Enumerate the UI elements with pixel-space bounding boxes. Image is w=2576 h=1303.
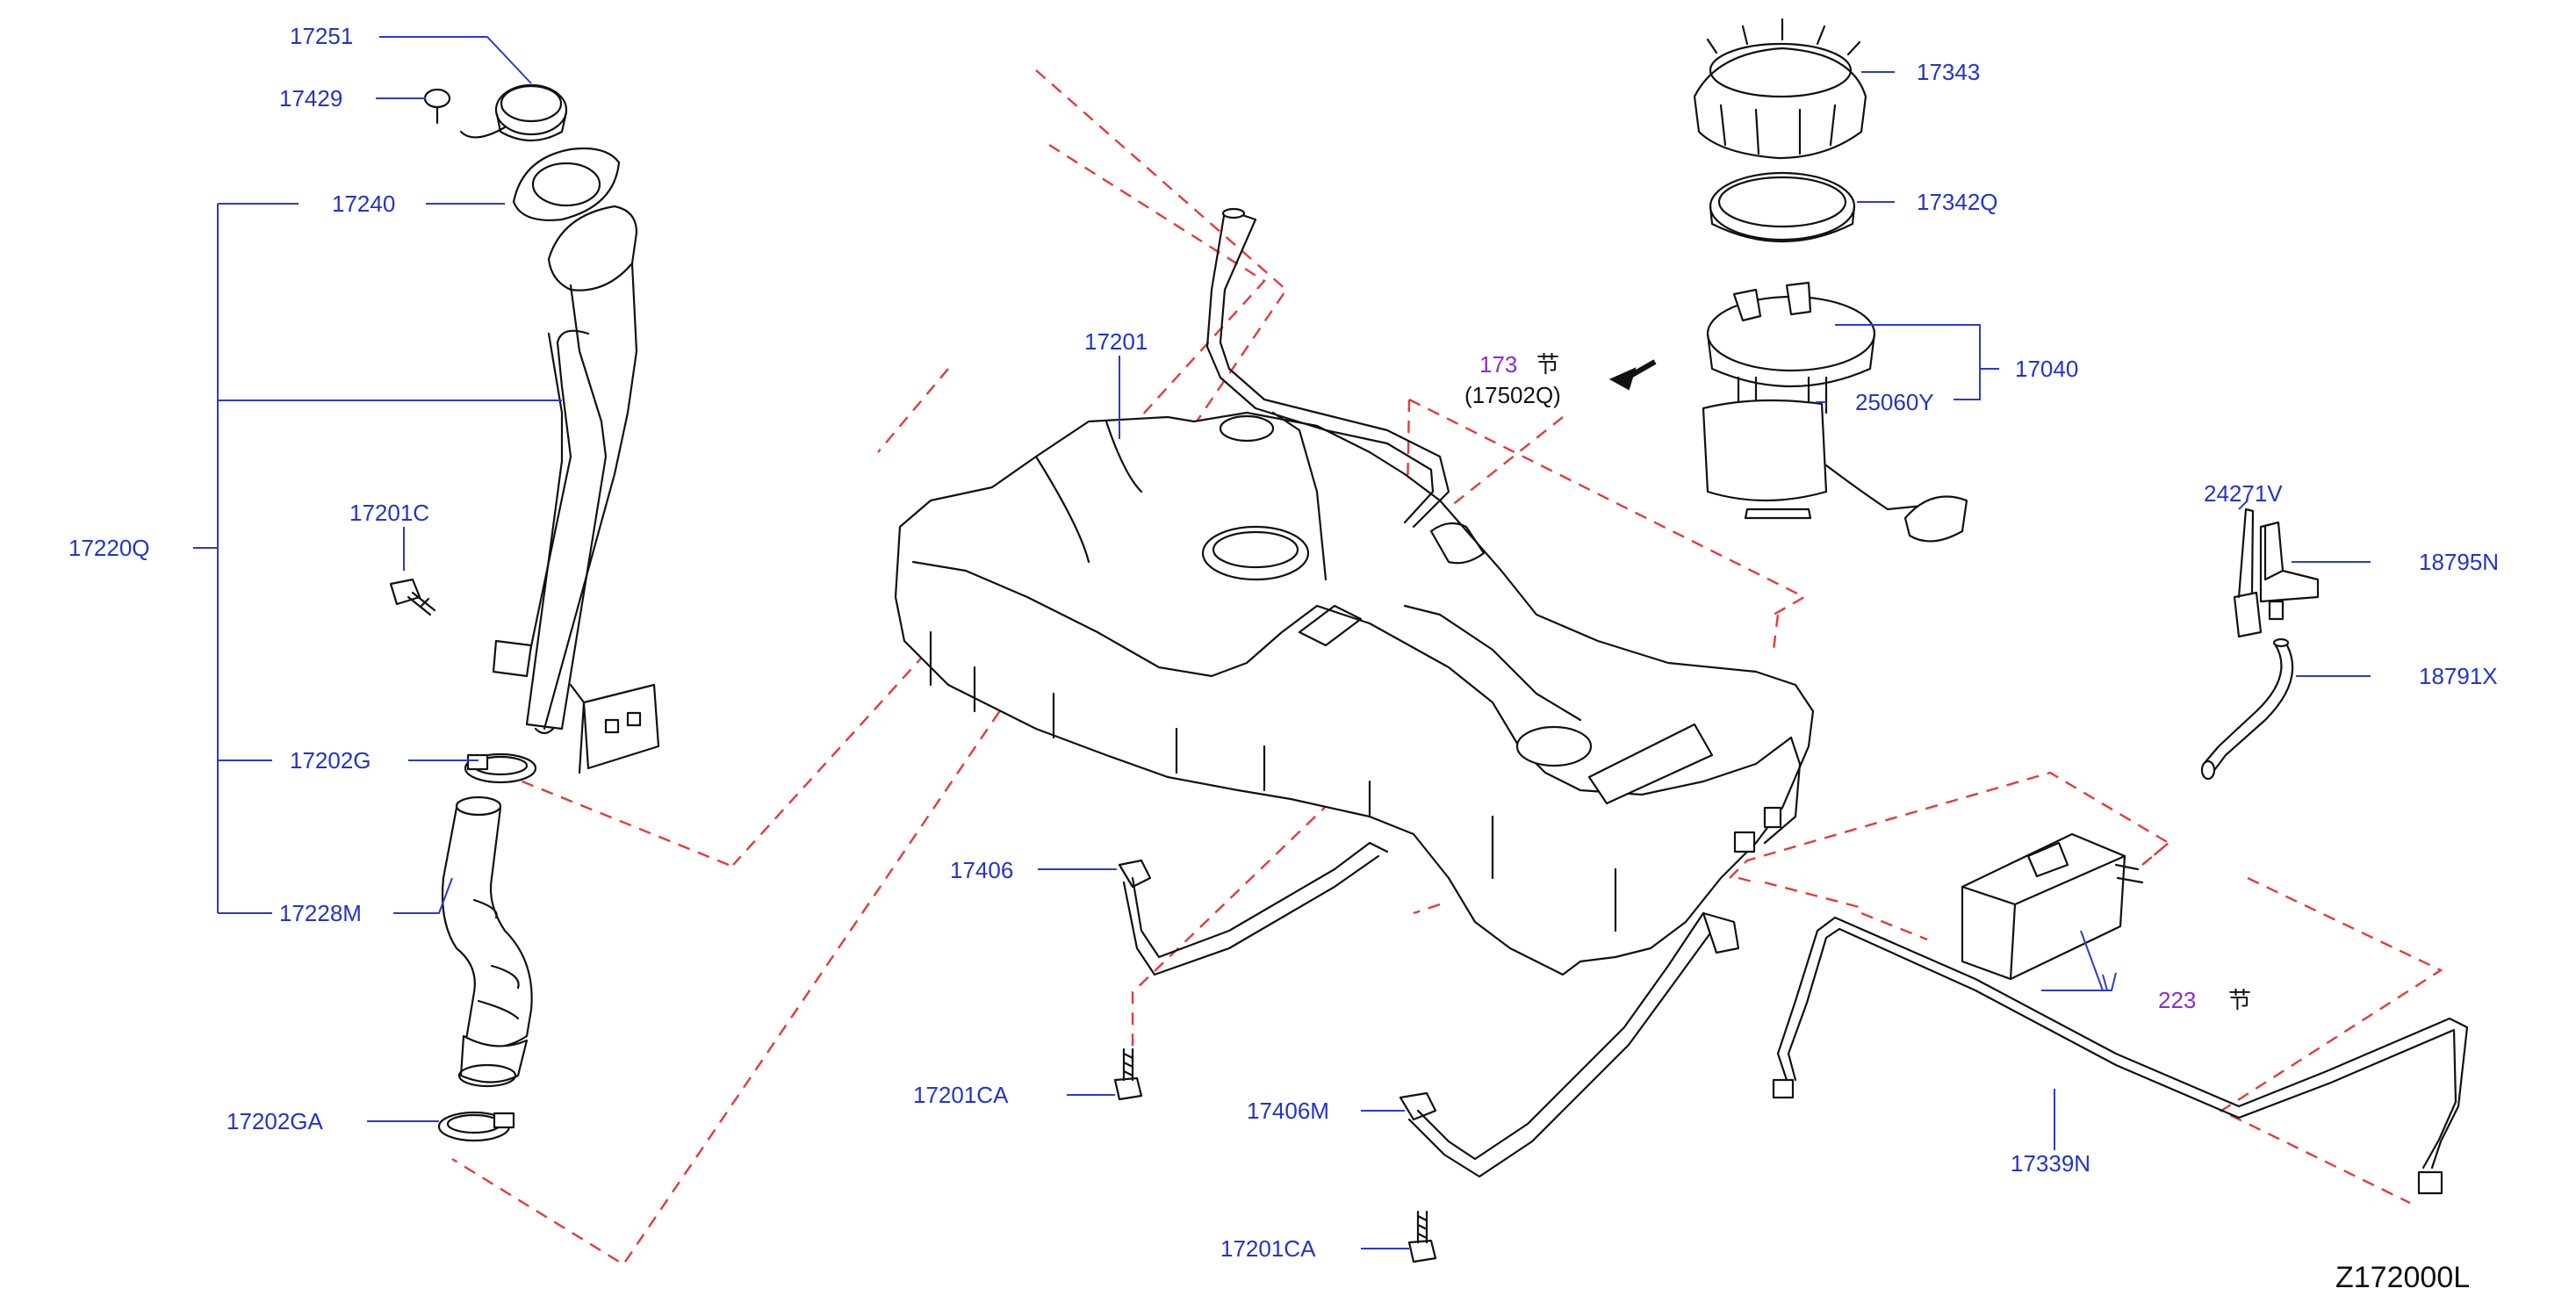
vent-hose: [2200, 637, 2294, 781]
vent-valve: [2259, 521, 2320, 621]
lock-ring: [1693, 18, 1867, 160]
canister: [1961, 832, 2144, 981]
hose-clamp-lower: [437, 1111, 515, 1142]
label-17202G: 17202G: [290, 747, 371, 774]
label-17339N: 17339N: [2011, 1150, 2090, 1177]
direction-arrow: [1608, 359, 1657, 391]
label-17406: 17406: [950, 857, 1013, 883]
filler-bracket: [569, 683, 660, 774]
label-17201C: 17201C: [349, 500, 429, 526]
filler-tube: [492, 205, 638, 735]
label-17429: 17429: [279, 85, 342, 112]
label-17040: 17040: [2015, 356, 2078, 382]
label-17201CA-2: 17201CA: [1220, 1235, 1316, 1262]
filler-gasket: [512, 147, 621, 221]
vent-tube: [1205, 207, 1582, 722]
hose-clamp-upper: [464, 752, 537, 784]
fuel-pump: [1702, 281, 1968, 543]
label-24271V: 24271V: [2204, 480, 2283, 507]
label-17342Q: 17342Q: [1917, 189, 1998, 215]
label-17201CA-1: 17201CA: [913, 1082, 1009, 1108]
label-17220Q: 17220Q: [68, 535, 150, 561]
label-17240: 17240: [332, 191, 395, 217]
fuel-tank: [894, 411, 1815, 976]
evap-tube: [1772, 916, 2469, 1195]
filler-hose: [441, 795, 533, 1088]
section-ref-17502Q: (17502Q): [1464, 382, 1561, 408]
bolt-17201CA-1: [1113, 1047, 1143, 1101]
vent-bracket: [2233, 508, 2263, 638]
section-ref-223: 223: [2158, 987, 2196, 1013]
pump-gasket: [1709, 171, 1856, 243]
fuel-filler-cap: [459, 83, 568, 141]
callouts: 17251 17429 17240 17220Q 17201C 17202G 1…: [68, 23, 2499, 1294]
label-17406M: 17406M: [1247, 1098, 1329, 1124]
label-17228M: 17228M: [279, 900, 362, 926]
label-18795N: 18795N: [2419, 549, 2499, 575]
label-25060Y: 25060Y: [1855, 389, 1934, 415]
bolt-17201CA-2: [1407, 1210, 1437, 1263]
bolt-17201C: [389, 578, 436, 616]
cap-clip: [423, 88, 451, 125]
diagram-code: Z172000L: [2335, 1261, 2470, 1294]
section-ref-173-mark: 节: [1536, 351, 1559, 378]
phantom-lines: [451, 69, 2443, 1266]
label-18791X: 18791X: [2419, 663, 2498, 689]
label-17202GA: 17202GA: [227, 1108, 324, 1134]
section-ref-223-mark: 节: [2228, 987, 2251, 1013]
tank-strap-front: [1118, 841, 1389, 976]
tank-strap-rear: [1399, 911, 1740, 1178]
label-17251: 17251: [290, 23, 353, 49]
label-17343: 17343: [1917, 59, 1980, 85]
section-ref-173: 173: [1479, 351, 1517, 378]
leader-lines: [193, 36, 2371, 1249]
label-17201: 17201: [1084, 328, 1148, 355]
